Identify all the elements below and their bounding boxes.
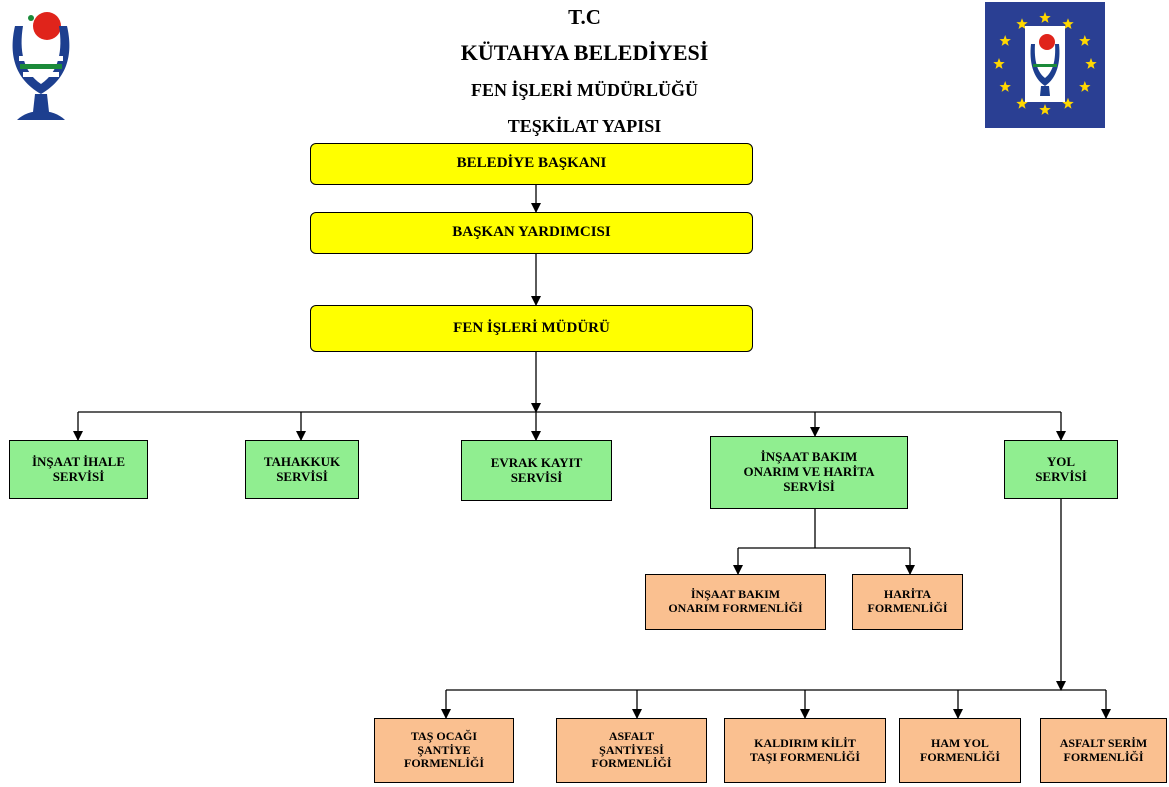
page-title: TEŞKİLAT YAPISI — [507, 116, 662, 136]
star-icon — [999, 35, 1011, 46]
kutahya-tulip-emblem-icon — [12, 12, 70, 120]
header-tc: T.C — [568, 5, 601, 29]
node-foremanship-mapping: HARİTA FORMENLİĞİ — [852, 574, 963, 630]
star-icon — [993, 58, 1005, 69]
node-deputy-mayor: BAŞKAN YARDIMCISI — [310, 212, 753, 254]
star-icon — [1062, 97, 1074, 109]
star-icon — [1016, 97, 1028, 109]
node-foremanship-paving-stone: KALDIRIM KİLİT TAŞI FORMENLİĞİ — [724, 718, 886, 783]
node-foremanship-asphalt-laying: ASFALT SERİM FORMENLİĞİ — [1040, 718, 1167, 783]
node-foremanship-quarry-site: TAŞ OCAĞI ŞANTİYE FORMENLİĞİ — [374, 718, 514, 783]
node-service-accrual: TAHAKKUK SERVİSİ — [245, 440, 359, 499]
star-icon — [1039, 12, 1051, 23]
header-department: FEN İŞLERİ MÜDÜRLÜĞÜ — [470, 80, 699, 100]
node-service-maintenance-mapping: İNŞAAT BAKIM ONARIM VE HARİTA SERVİSİ — [710, 436, 908, 509]
node-foremanship-building-maintenance: İNŞAAT BAKIM ONARIM FORMENLİĞİ — [645, 574, 826, 630]
node-foremanship-asphalt-site: ASFALT ŞANTİYESİ FORMENLİĞİ — [556, 718, 707, 783]
node-foremanship-raw-road: HAM YOL FORMENLİĞİ — [899, 718, 1021, 783]
node-service-construction-tender: İNŞAAT İHALE SERVİSİ — [9, 440, 148, 499]
header-municipality: KÜTAHYA BELEDİYESİ — [460, 40, 709, 65]
star-icon — [1062, 18, 1074, 29]
eu-stars-tulip-emblem-icon — [985, 2, 1105, 128]
node-director: FEN İŞLERİ MÜDÜRÜ — [310, 305, 753, 352]
star-icon — [1039, 104, 1051, 115]
star-icon — [999, 81, 1011, 92]
star-icon — [1085, 58, 1097, 69]
node-service-document-registry: EVRAK KAYIT SERVİSİ — [461, 440, 612, 501]
node-service-road: YOL SERVİSİ — [1004, 440, 1118, 499]
star-icon — [1016, 18, 1028, 29]
star-icon — [1079, 81, 1091, 92]
star-icon — [1079, 35, 1091, 46]
node-mayor: BELEDİYE BAŞKANI — [310, 143, 753, 185]
